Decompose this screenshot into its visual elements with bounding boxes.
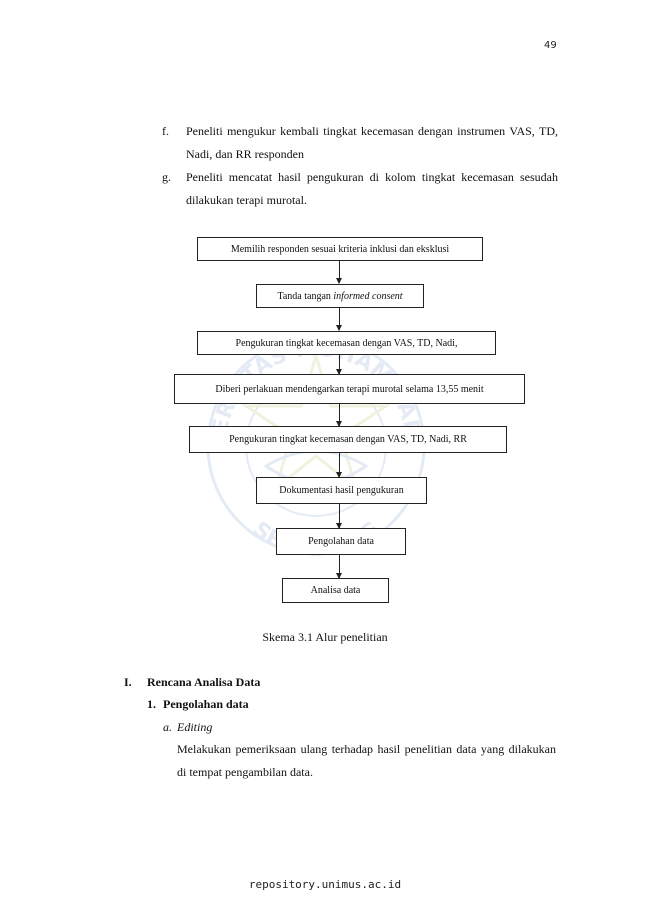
flow-step-text: Diberi perlakuan mendengarkan terapi mur… — [215, 383, 484, 395]
flow-arrow — [336, 504, 342, 529]
flow-step-text: Tanda tangan — [277, 290, 334, 302]
list-text: Peneliti mengukur kembali tingkat kecema… — [186, 124, 558, 161]
flow-step-8: Analisa data — [282, 578, 389, 603]
flow-step-text: Pengukuran tingkat kecemasan dengan VAS,… — [235, 337, 458, 349]
flow-arrow — [336, 355, 342, 375]
paragraph-editing: Melakukan pemeriksaan ulang terhadap has… — [177, 742, 556, 779]
flow-step-7: Pengolahan data — [276, 528, 406, 555]
subsection-label: 1. — [147, 697, 156, 711]
flow-step-text: Memilih responden sesuai kriteria inklus… — [230, 243, 450, 255]
flow-step-3: Pengukuran tingkat kecemasan dengan VAS,… — [197, 331, 496, 355]
flow-step-text: Analisa data — [310, 585, 361, 596]
flow-step-5: Pengukuran tingkat kecemasan dengan VAS,… — [189, 426, 507, 453]
list-label: f. — [162, 124, 169, 138]
flow-arrow — [336, 404, 342, 427]
flow-arrow — [336, 261, 342, 284]
flow-step-6: Dokumentasi hasil pengukuran — [256, 477, 427, 504]
flow-step-1: Memilih responden sesuai kriteria inklus… — [197, 237, 483, 261]
section-label: I. — [124, 675, 132, 689]
figure-caption: Skema 3.1 Alur penelitian — [262, 630, 388, 644]
flow-arrow — [336, 555, 342, 579]
flow-step-text: Dokumentasi hasil pengukuran — [279, 485, 404, 496]
item-heading: Editing — [177, 720, 213, 734]
flow-arrow — [336, 453, 342, 478]
list-item-g: g. Peneliti mencatat hasil pengukuran di… — [162, 166, 562, 212]
flow-step-text: Pengolahan data — [308, 536, 374, 547]
list-item-f: f. Peneliti mengukur kembali tingkat kec… — [162, 120, 562, 166]
flow-step-2: Tanda tangan informed consent — [256, 284, 424, 308]
flow-step-text-italic: informed consent — [333, 290, 403, 302]
flow-step-text: Pengukuran tingkat kecemasan dengan VAS,… — [229, 434, 467, 445]
section-heading: Rencana Analisa Data — [147, 675, 261, 689]
list-label: g. — [162, 170, 171, 184]
list-text: Peneliti mencatat hasil pengukuran di ko… — [186, 170, 558, 207]
footer-url: repository.unimus.ac.id — [248, 878, 402, 891]
flow-step-4: Diberi perlakuan mendengarkan terapi mur… — [174, 374, 525, 404]
page-number: 49 — [544, 40, 557, 51]
subsection-heading: Pengolahan data — [163, 697, 249, 711]
item-label: a. — [163, 720, 172, 734]
flow-arrow — [336, 308, 342, 331]
